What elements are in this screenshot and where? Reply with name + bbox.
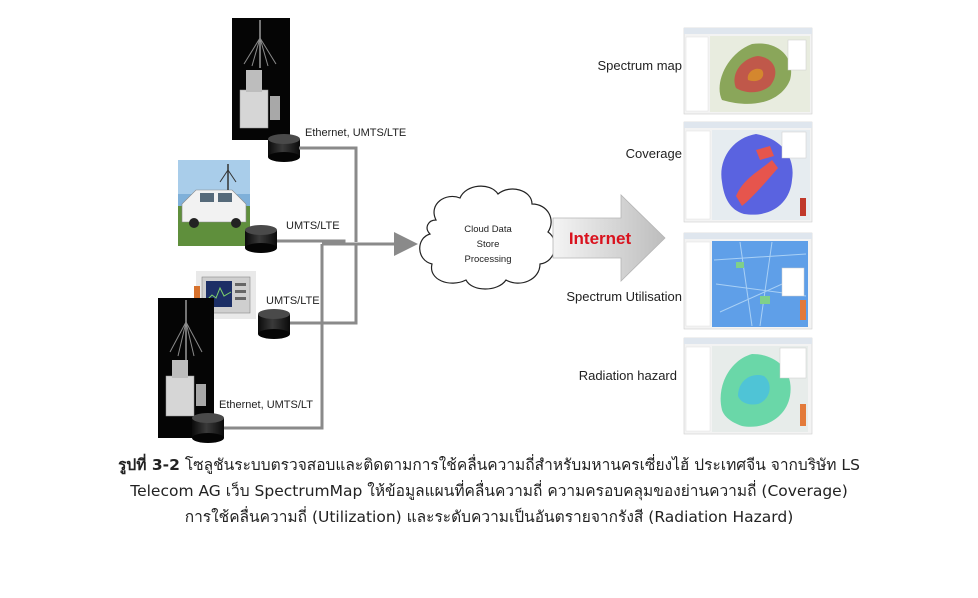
station-4-link-label: Ethernet, UMTS/LT: [219, 399, 313, 411]
spectrum-map-screenshot: [683, 27, 813, 115]
cloud-shape: [419, 185, 556, 290]
connector-station-4: [224, 244, 324, 430]
utilisation-screenshot: [683, 232, 813, 330]
radiation-screenshot: [683, 337, 813, 435]
radiation-label: Radiation hazard: [579, 368, 677, 383]
station-2-link-label: UMTS/LTE: [286, 220, 340, 232]
caption-line-3: การใช้คลื่นความถี่ (Utilization) และระดั…: [184, 508, 794, 526]
cloud-label-line-3: Processing: [465, 254, 512, 265]
station-1-link-label: Ethernet, UMTS/LTE: [305, 127, 406, 139]
internet-arrow: [552, 194, 666, 282]
caption-line-2: Telecom AG เว็บ SpectrumMap ให้ข้อมูลแผน…: [130, 482, 848, 500]
station-4-photo: [158, 298, 214, 438]
internet-label: Internet: [569, 229, 632, 248]
station-3-link-label: UMTS/LTE: [266, 295, 320, 307]
spectrum-map-label: Spectrum map: [597, 58, 682, 73]
figure-caption: รูปที่ 3-2 โซลูชันระบบตรวจสอบและติดตามกา…: [20, 452, 958, 530]
station-1-sensor-icon: [268, 134, 300, 162]
utilisation-label: Spectrum Utilisation: [566, 289, 682, 304]
connector-station-1: [299, 146, 358, 242]
caption-line-1: รูปที่ 3-2 โซลูชันระบบตรวจสอบและติดตามกา…: [20, 452, 958, 478]
station-4-sensor-icon: [192, 413, 224, 443]
cloud-label-line-1: Cloud Data: [464, 224, 512, 235]
station-2-photo: [178, 160, 250, 246]
station-3-sensor-icon: [258, 309, 290, 339]
figure-number: รูปที่ 3-2: [118, 456, 180, 474]
connector-station-3: [290, 244, 358, 325]
station-2-sensor-icon: [245, 225, 277, 253]
coverage-screenshot: [683, 121, 813, 223]
connector-lines: [224, 146, 418, 430]
station-1-photo: [232, 18, 290, 140]
cloud-label-line-2: Store: [477, 239, 500, 250]
caption-line-1-text: โซลูชันระบบตรวจสอบและติดตามการใช้คลื่นคว…: [184, 456, 860, 474]
coverage-label: Coverage: [626, 146, 682, 161]
